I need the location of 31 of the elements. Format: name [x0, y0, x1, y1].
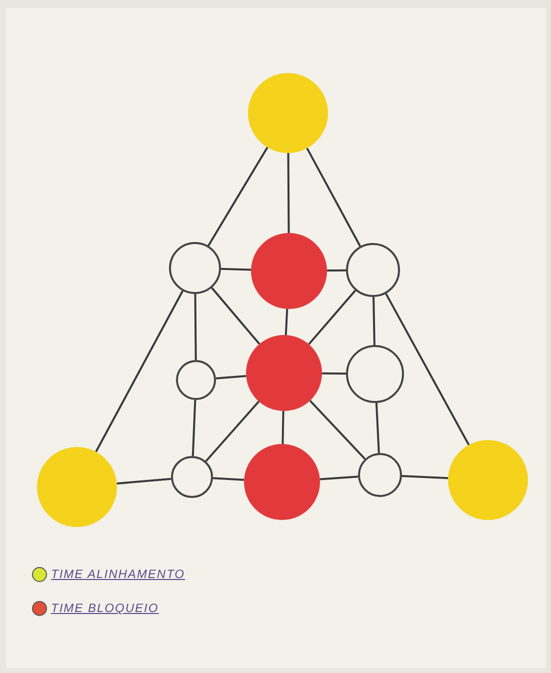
empty-position	[176, 360, 216, 400]
empty-position	[346, 345, 404, 403]
board-line	[282, 410, 284, 444]
empty-position	[358, 453, 402, 497]
board-line	[287, 153, 290, 233]
board-line	[194, 294, 197, 360]
empty-position	[171, 456, 213, 498]
board-line	[208, 146, 268, 246]
board-line	[372, 296, 376, 346]
board-line	[205, 400, 260, 462]
board-line	[116, 478, 172, 485]
board-line	[320, 476, 358, 480]
board-line	[192, 400, 196, 456]
board-line	[220, 268, 252, 271]
board-line	[402, 475, 448, 480]
board-line	[308, 290, 356, 345]
board-line	[211, 287, 260, 345]
board-line	[326, 269, 346, 272]
board-line	[309, 400, 366, 460]
legend-text: TIME BLOQUEIO	[51, 600, 159, 617]
board-line	[284, 308, 288, 336]
board-line	[212, 477, 244, 481]
legend-text: TIME ALINHAMENTO	[51, 566, 186, 583]
board-line	[375, 402, 380, 454]
empty-position	[346, 243, 400, 297]
board-line	[306, 148, 362, 247]
board-line	[95, 290, 184, 452]
board-line	[322, 372, 346, 375]
empty-position	[169, 242, 221, 294]
board-line	[216, 375, 246, 380]
board-line	[385, 293, 470, 446]
